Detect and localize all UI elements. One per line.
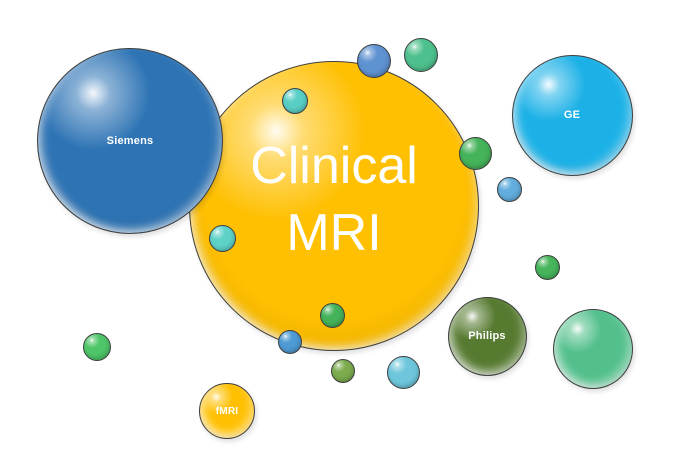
decor-bubble-teal-upper [282,88,308,114]
decor-bubble-cyan-bottom [386,355,420,389]
decor-bubble-olive-bottom [331,359,355,383]
decor-bubble-blue-bottomleft [278,330,302,354]
bubble-siemens: Siemens [37,48,223,234]
bubble-ge-label: GE [563,109,581,121]
decor-bubble-green-right-edge [458,136,492,170]
decor-bubble-green-midright [534,254,560,280]
decor-bubble-lightblue-right [496,176,522,202]
bubble-fmri: fMRI [199,383,255,439]
bubble-fmri-label: fMRI [215,405,239,417]
bubble-mint-unlabeled [553,309,633,389]
bubble-philips: Philips [447,296,527,376]
bubble-philips-label: Philips [468,330,506,342]
decor-bubble-teal-left [208,224,236,252]
decor-bubble-green-bottom [319,302,345,328]
decor-bubble-green-left [83,333,111,361]
main-topic-text-line-2: MRI [286,204,382,262]
bubble-ge: GE [511,54,633,176]
main-topic-text-line-1: Clinical [250,137,418,196]
bubble-siemens-label: Siemens [106,135,154,147]
decor-bubble-steelblue-top [357,44,391,78]
decor-bubble-seagreen-topright [404,38,438,72]
